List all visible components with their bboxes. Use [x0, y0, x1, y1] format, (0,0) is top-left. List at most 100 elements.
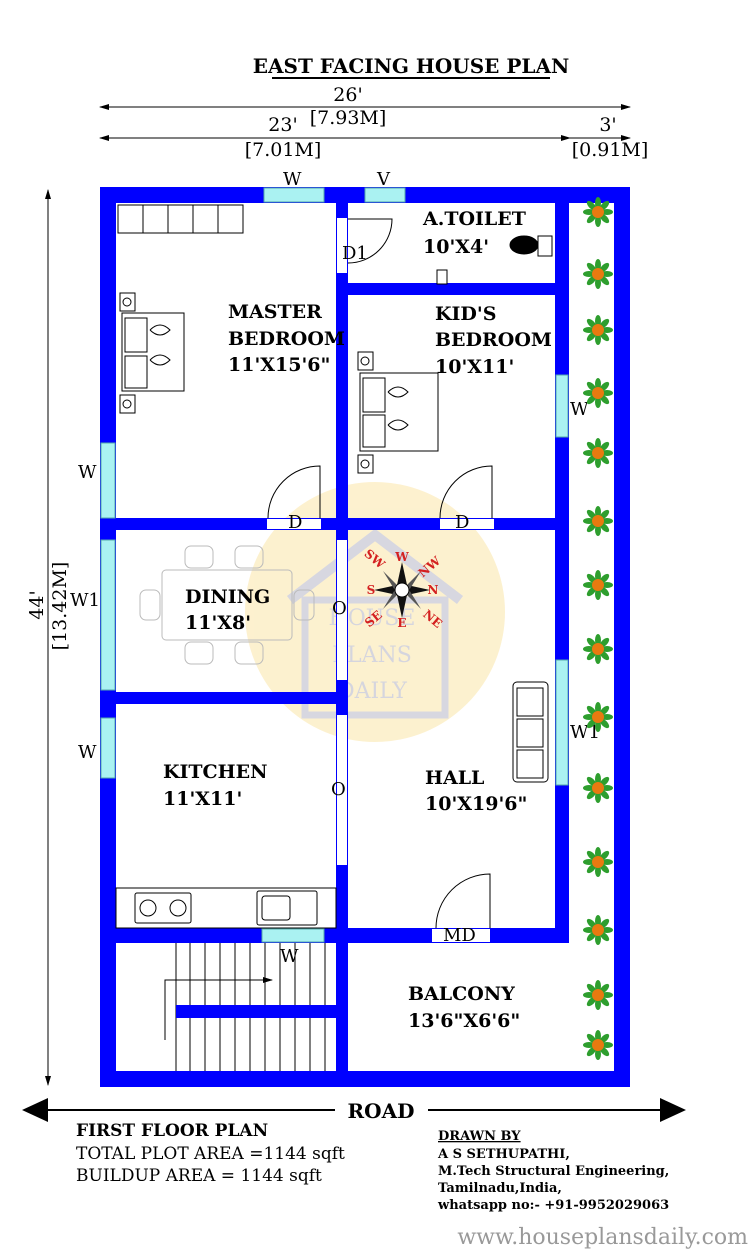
- watermark-circle: [245, 482, 505, 742]
- balcony-size: 13'6"X6'6": [408, 1010, 520, 1032]
- hall-size: 10'X19'6": [425, 793, 527, 815]
- website-link[interactable]: www.houseplansdaily.com: [457, 1225, 748, 1250]
- dining-table: [139, 545, 315, 665]
- dimension-lines: [45, 104, 631, 1086]
- compass-s: S: [367, 583, 376, 597]
- wall-dining-bottom: [116, 692, 336, 704]
- label-w-kids: W: [570, 399, 589, 420]
- wardrobe-frame: [117, 204, 244, 234]
- plant-icon: [583, 847, 613, 877]
- hall-label: HALL: [425, 767, 484, 789]
- stair-direction-arrow: [164, 977, 273, 1040]
- plant-icon: [583, 378, 613, 408]
- label-d-kids: D: [455, 512, 469, 533]
- opening-master-door: [267, 519, 321, 529]
- stair-landing-wall: [176, 1005, 336, 1018]
- wall-right: [614, 187, 630, 1087]
- watermark-roof: [286, 528, 464, 604]
- toilet-size: 10'X4': [423, 236, 489, 258]
- plant-icon: [583, 773, 613, 803]
- kids-bed: [357, 351, 439, 474]
- opening-d1: [337, 218, 347, 273]
- label-o-dining: O: [332, 598, 347, 619]
- window-master-left: [100, 442, 116, 519]
- wardrobe: [117, 204, 244, 234]
- label-w-master: W: [78, 462, 97, 483]
- window-dining-left: [100, 539, 116, 691]
- height-ft: 44': [26, 590, 48, 619]
- opening-kids-door: [440, 519, 494, 529]
- windows: [100, 187, 569, 943]
- tap-icon: [436, 269, 448, 285]
- master-label-1: MASTER: [228, 301, 322, 323]
- road-arrow-right: [660, 1098, 686, 1122]
- buildup-area: BUILDUP AREA = 1144 sqft: [76, 1166, 322, 1186]
- plant-icon: [583, 702, 613, 732]
- right-width-m: [0.91M]: [572, 139, 649, 161]
- compass: W NW SW S N SE E NE: [362, 546, 445, 630]
- credits-heading: DRAWN BY: [438, 1129, 521, 1144]
- label-w-kitchen-bottom: W: [280, 946, 299, 967]
- plan-title: EAST FACING HOUSE PLAN: [253, 54, 570, 78]
- label-w-kitchen: W: [78, 742, 97, 763]
- kids-label-2: BEDROOM: [435, 329, 552, 351]
- plant-icon: [583, 570, 613, 600]
- door-swing-main: [435, 873, 491, 929]
- master-bed: [119, 292, 185, 414]
- master-label-2: BEDROOM: [228, 328, 345, 350]
- label-v-top: V: [376, 169, 391, 190]
- sofa: [512, 681, 549, 783]
- opening-labels: W V D1 W W D D W1 O W W1 O MD W: [70, 169, 600, 967]
- kids-size: 10'X11': [435, 356, 514, 378]
- watermark-house: [301, 596, 449, 719]
- plant-icon: [583, 259, 613, 289]
- openings: [267, 218, 494, 942]
- watermark-line3: DAILY: [337, 679, 407, 704]
- door-swing-toilet: [347, 218, 393, 264]
- window-master-top: [263, 187, 325, 203]
- kitchen-size: 11'X11': [163, 788, 242, 810]
- toilet-fixtures: [436, 235, 553, 285]
- balcony-label: BALCONY: [408, 983, 515, 1005]
- plant-icon: [583, 315, 613, 345]
- dining-label: DINING: [185, 586, 270, 608]
- label-o-kitchen: O: [331, 779, 346, 800]
- credits-contact: whatsapp no:- +91-9952029063: [437, 1198, 669, 1213]
- opening-dining-hall: [337, 540, 347, 680]
- vent-toilet: [364, 187, 406, 203]
- opening-kitchen-hall: [337, 715, 347, 865]
- compass-n: N: [428, 583, 439, 597]
- window-kitchen-bottom: [261, 928, 325, 943]
- label-d-master: D: [288, 512, 302, 533]
- label-w-top: W: [283, 169, 302, 190]
- height-m: [13.42M]: [49, 562, 71, 651]
- credits-name: A S SETHUPATHI,: [437, 1147, 570, 1162]
- compass-w: W: [394, 550, 409, 564]
- plants: [583, 197, 613, 1060]
- road-indicator: ROAD: [22, 1098, 686, 1123]
- plant-icon: [583, 634, 613, 664]
- plant-icon: [583, 915, 613, 945]
- wall-balcony-stair: [336, 943, 348, 1071]
- overall-width-ft: 26': [333, 84, 362, 106]
- wall-bottom: [100, 1071, 630, 1087]
- plant-icon: [583, 438, 613, 468]
- compass-e: E: [397, 616, 406, 630]
- dining-size: 11'X8': [185, 612, 251, 634]
- right-width-ft: 3': [599, 114, 616, 136]
- road-label: ROAD: [348, 1099, 415, 1123]
- label-d1: D1: [342, 243, 368, 264]
- plan-label: FIRST FLOOR PLAN: [76, 1121, 268, 1141]
- left-width-ft: 23': [268, 114, 297, 136]
- credits-degree: M.Tech Structural Engineering,: [438, 1164, 669, 1179]
- door-swings: [267, 218, 493, 929]
- credits-location: Tamilnadu,India,: [438, 1181, 562, 1196]
- window-hall-right: [555, 659, 569, 786]
- label-w1-hall: W1: [570, 722, 600, 743]
- left-width-m: [7.01M]: [245, 139, 322, 161]
- window-kitchen-left: [100, 717, 116, 779]
- wall-inner-right: [555, 203, 569, 943]
- opening-main-door: [432, 929, 490, 942]
- room-labels: MASTER BEDROOM 11'X15'6" A.TOILET 10'X4'…: [163, 208, 552, 1032]
